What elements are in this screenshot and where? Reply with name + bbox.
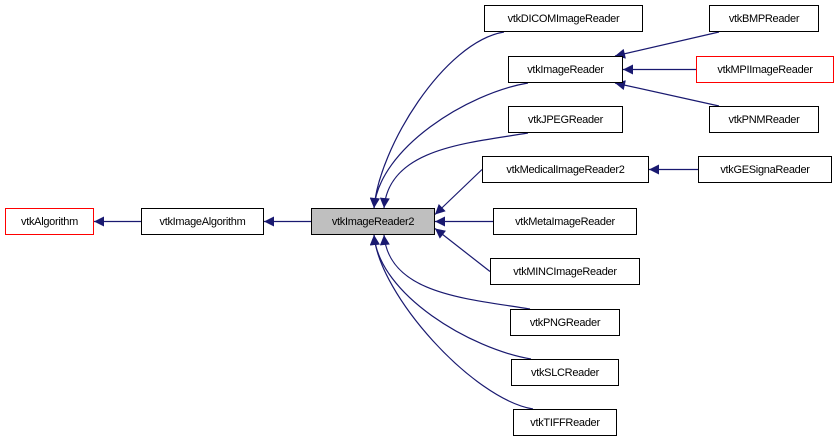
edge-vtkJPEGReader-to-vtkImageReader2: [379, 132, 529, 209]
node-vtk-minc-image-reader[interactable]: vtkMINCImageReader: [490, 258, 640, 285]
edge-vtkDICOMImageReader-to-vtkImageReader2: [369, 31, 505, 209]
node-vtk-mpi-image-reader[interactable]: vtkMPIImageReader: [696, 56, 834, 83]
edge-vtkSLCReader-to-vtkImageReader2: [369, 234, 532, 360]
edge-vtkTIFFReader-to-vtkImageReader2: [369, 234, 534, 410]
node-vtk-bmp-reader[interactable]: vtkBMPReader: [709, 5, 819, 32]
node-vtk-slc-reader[interactable]: vtkSLCReader: [511, 359, 619, 386]
edge-vtkPNGReader-to-vtkImageReader2: [379, 234, 531, 310]
node-vtk-medical-image-reader2[interactable]: vtkMedicalImageReader2: [482, 156, 649, 183]
node-vtk-algorithm[interactable]: vtkAlgorithm: [5, 208, 94, 235]
node-vtk-jpeg-reader[interactable]: vtkJPEGReader: [508, 106, 623, 133]
node-vtk-meta-image-reader[interactable]: vtkMetaImageReader: [493, 208, 637, 235]
edge-vtkImageReader-to-vtkImageReader2: [369, 82, 529, 209]
node-vtk-image-reader2: vtkImageReader2: [311, 208, 435, 235]
node-vtk-tiff-reader[interactable]: vtkTIFFReader: [513, 409, 617, 436]
node-vtk-pnm-reader[interactable]: vtkPNMReader: [709, 106, 819, 133]
node-vtk-dicom-image-reader[interactable]: vtkDICOMImageReader: [484, 5, 643, 32]
edge-vtkPNMReader-to-vtkImageReader: [614, 80, 720, 107]
node-vtk-png-reader[interactable]: vtkPNGReader: [510, 309, 620, 336]
edge-vtkBMPReader-to-vtkImageReader: [614, 31, 720, 59]
edge-vtkMINCImageReader-to-vtkImageReader2: [434, 228, 491, 272]
node-vtk-image-algorithm[interactable]: vtkImageAlgorithm: [141, 208, 264, 235]
node-vtk-ge-signa-reader[interactable]: vtkGESignaReader: [698, 156, 832, 183]
edge-vtkMedicalImageReader2-to-vtkImageReader2: [434, 169, 483, 215]
node-vtk-image-reader[interactable]: vtkImageReader: [508, 56, 623, 83]
